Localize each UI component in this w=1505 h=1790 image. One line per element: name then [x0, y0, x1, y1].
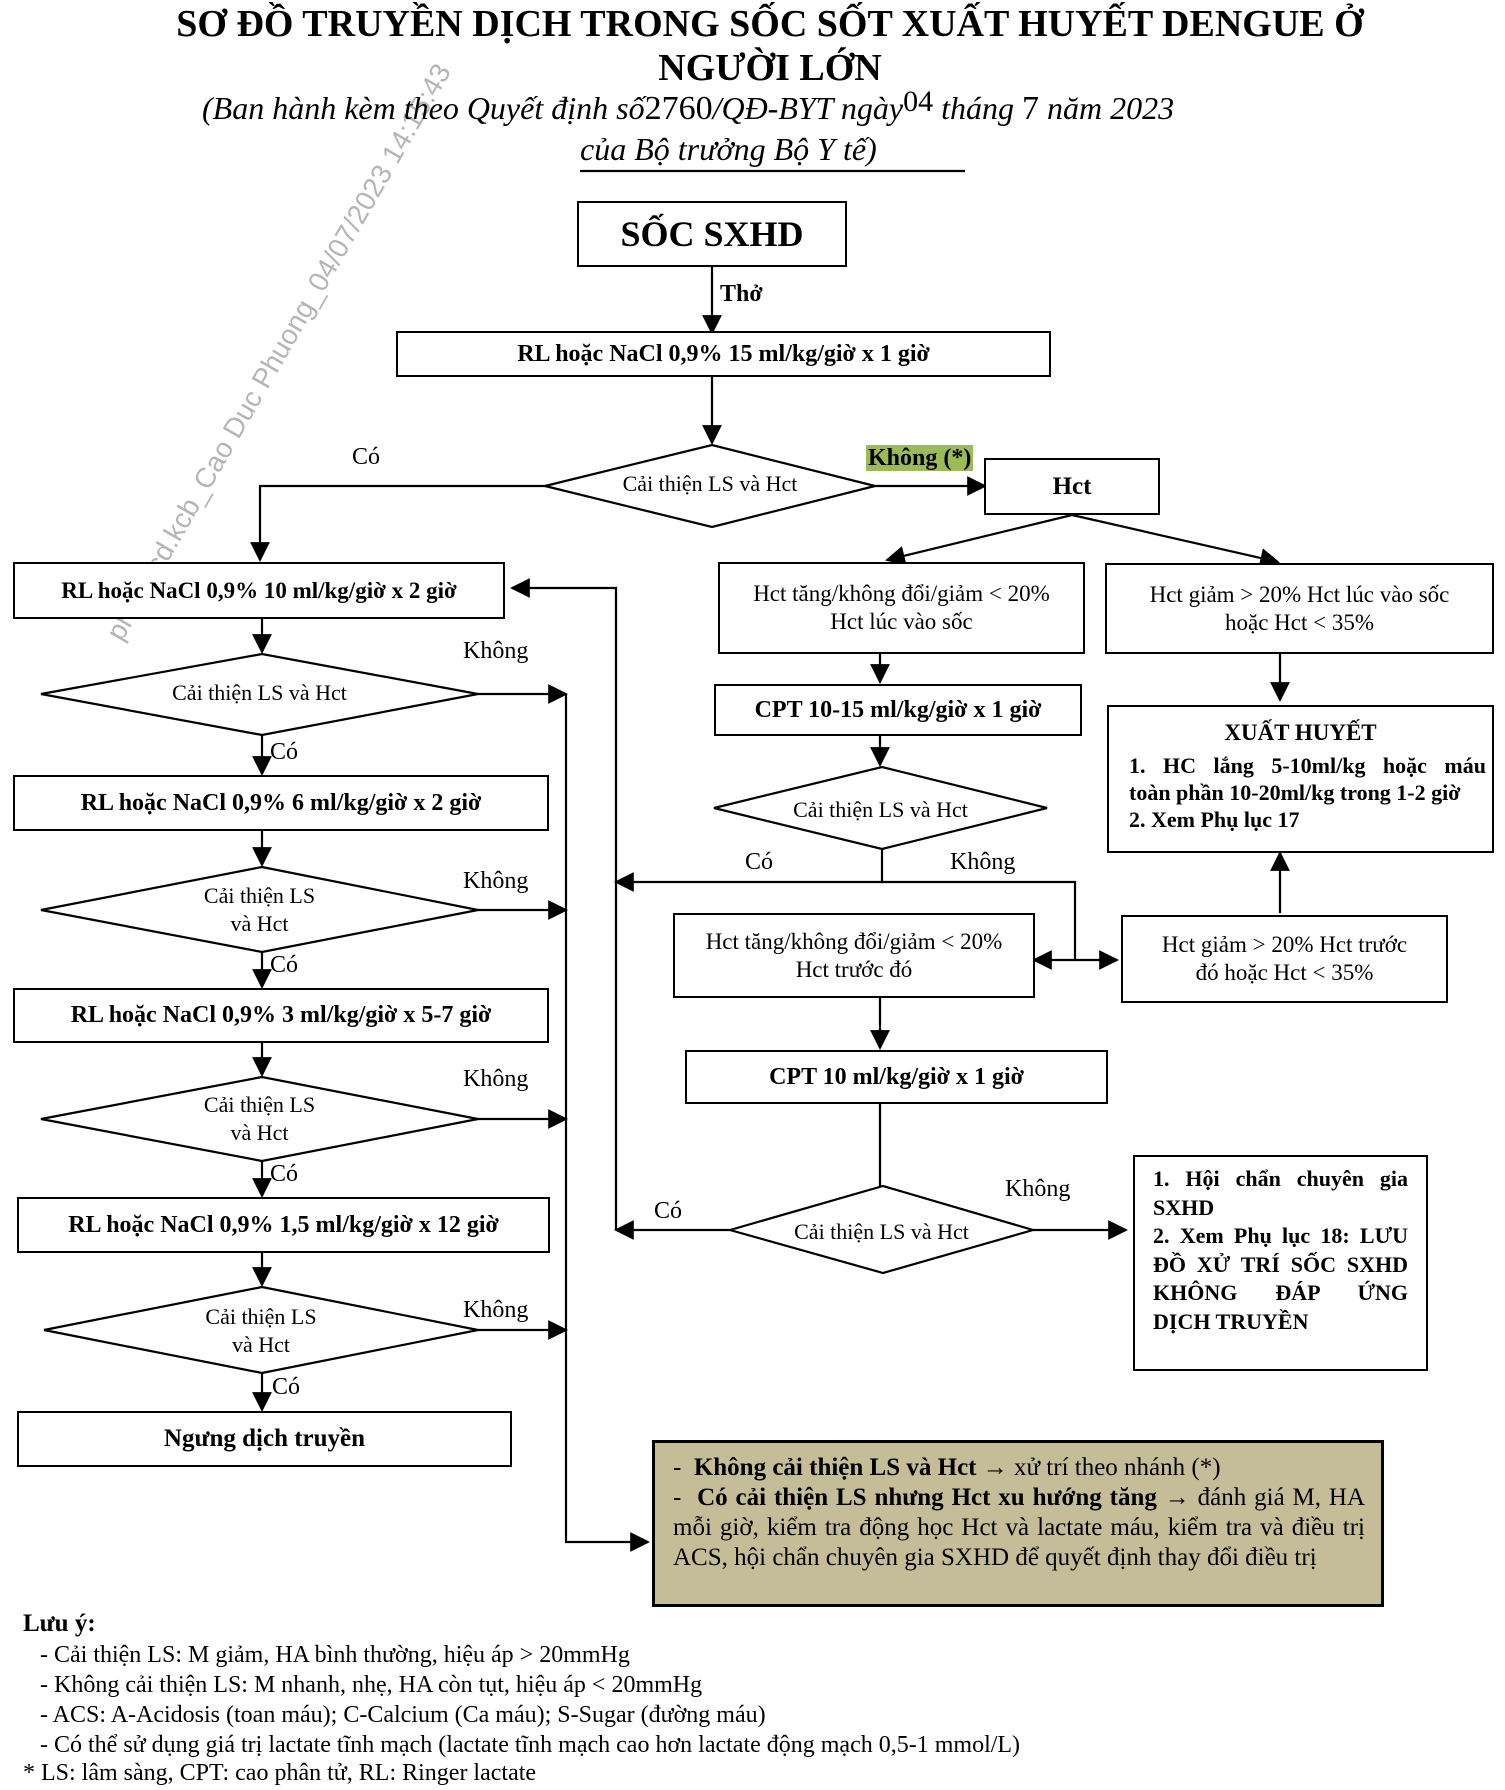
label-no-left2: Không [463, 868, 529, 894]
page-title-line1: SƠ ĐỒ TRUYỀN DỊCH TRONG SỐC SỐT XUẤT HUY… [176, 3, 1364, 45]
label-no-mid1: Không [950, 849, 1016, 875]
cpt-box-1: CPT 10-15 ml/kg/giờ x 1 giờ [714, 684, 1082, 736]
note-item: - Cải thiện LS: M giảm, HA bình thường, … [40, 1642, 630, 1668]
label-no-star: Không (*) [866, 445, 974, 471]
cpt-box-2: CPT 10 ml/kg/giờ x 1 giờ [685, 1050, 1108, 1104]
label-yes-left2: Có [270, 952, 299, 978]
hct-prev-increase-box: Hct tăng/không đổi/giảm < 20%Hct trước đ… [673, 913, 1035, 998]
page-subtitle-line2: của Bộ trưởng Bộ Y tế) [580, 131, 877, 167]
mid-decision1-diamond [713, 765, 1048, 851]
bleeding-title: XUẤT HUYẾT [1224, 720, 1377, 745]
label-yes-main: Có [352, 444, 381, 470]
stop-infusion-box: Ngưng dịch truyền [17, 1411, 512, 1467]
initial-fluid-box: RL hoặc NaCl 0,9% 15 ml/kg/giờ x 1 giờ [396, 331, 1051, 377]
left-fluid-box-4: RL hoặc NaCl 0,9% 1,5 ml/kg/giờ x 12 giờ [17, 1197, 550, 1253]
label-breath: Thở [720, 281, 763, 307]
footnote-abbreviations: * LS: lâm sàng, CPT: cao phân tử, RL: Ri… [23, 1760, 537, 1786]
hct-increase-box: Hct tăng/không đổi/giảm < 20%Hct lúc vào… [718, 562, 1085, 654]
decision-day: 04 [903, 85, 934, 118]
bleeding-item2: 2. Xem Phụ lục 17 [1129, 807, 1300, 832]
start-box: SỐC SXHD [577, 201, 847, 267]
left-fluid-box-2: RL hoặc NaCl 0,9% 6 ml/kg/giờ x 2 giờ [13, 775, 549, 831]
label-no-left4: Không [463, 1297, 529, 1323]
bleeding-item1: 1. HC lắng 5-10ml/kg hoặc máu [1129, 753, 1486, 778]
note-item: - ACS: A-Acidosis (toan máu); C-Calcium … [40, 1702, 766, 1728]
bleeding-box: XUẤT HUYẾT 1. HC lắng 5-10ml/kg hoặc máu… [1107, 705, 1494, 853]
note-item: - Không cải thiện LS: M nhanh, nhẹ, HA c… [40, 1672, 703, 1698]
label-no-left1: Không [463, 638, 529, 664]
label-no-left3: Không [463, 1066, 529, 1092]
label-no-mid2: Không [1005, 1176, 1071, 1202]
summary-note-line2: - Có cải thiện LS nhưng Hct xu hướng tăn… [673, 1484, 1366, 1571]
note-item: - Có thể sử dụng giá trị lactate tĩnh mạ… [40, 1732, 1021, 1758]
left-fluid-box-1: RL hoặc NaCl 0,9% 10 ml/kg/giờ x 2 giờ [13, 562, 505, 619]
consult-box: 1. Hội chẩn chuyên gia SXHD 2. Xem Phụ l… [1133, 1155, 1428, 1371]
notes-list: - Cải thiện LS: M giảm, HA bình thường, … [40, 1640, 1020, 1760]
mid-decision1-text: Cải thiện LS và Hct [793, 797, 968, 822]
label-yes-left1: Có [270, 739, 299, 765]
bleeding-item1-cont: toàn phần 10-20ml/kg trong 1-2 giờ [1129, 780, 1461, 805]
summary-note-line1: - Không cải thiện LS và Hct → xử trí the… [673, 1454, 1221, 1481]
decision-month: 7 [1021, 90, 1039, 127]
page-subtitle-line1: (Ban hành kèm theo Quyết định số2760/QĐ-… [202, 85, 1175, 127]
page-title-line2: NGƯỜI LỚN [658, 47, 882, 89]
label-yes-left4: Có [272, 1374, 301, 1400]
left-fluid-box-3: RL hoặc NaCl 0,9% 3 ml/kg/giờ x 5-7 giờ [13, 988, 549, 1043]
left-decision1-text: Cải thiện LS và Hct [172, 680, 347, 705]
decision-number: 2760 [644, 90, 713, 127]
notes-heading: Lưu ý: [23, 1610, 96, 1637]
label-yes-left3: Có [270, 1161, 299, 1187]
mid-decision2-text: Cải thiện LS và Hct [794, 1219, 969, 1244]
hct-box: Hct [984, 458, 1160, 515]
summary-note-box: - Không cải thiện LS và Hct → xử trí the… [652, 1440, 1384, 1607]
label-yes-mid1: Có [745, 849, 774, 875]
label-yes-mid2: Có [654, 1198, 683, 1224]
decision-main-text: Cải thiện LS và Hct [622, 471, 798, 496]
